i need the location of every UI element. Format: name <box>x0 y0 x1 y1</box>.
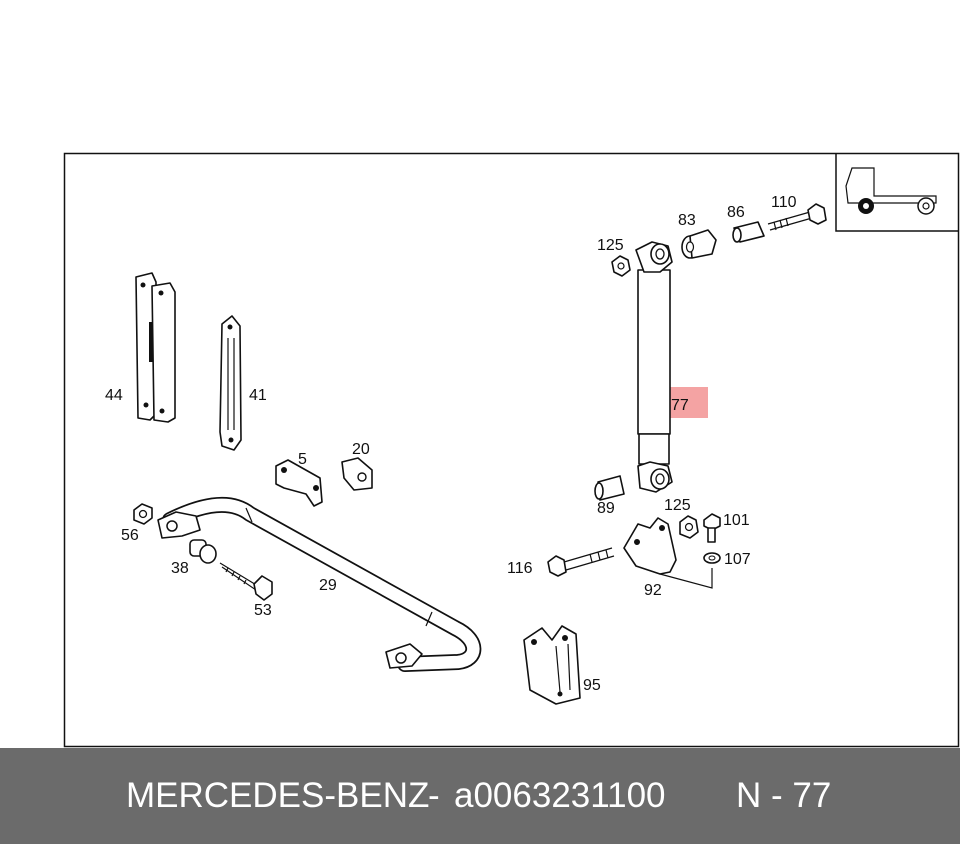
sleeve-86 <box>732 221 765 243</box>
sleeve-89 <box>594 475 625 501</box>
bushing-83 <box>681 229 717 259</box>
bolt-101 <box>703 513 721 543</box>
bushing-38 <box>189 539 217 564</box>
link-bar-41 <box>219 315 242 451</box>
callout-38: 38 <box>171 560 189 577</box>
bracket-95 <box>523 625 581 705</box>
callout-95: 95 <box>583 677 601 694</box>
callout-101: 101 <box>723 512 750 529</box>
footer-bar: MERCEDES-BENZ - a0063231100 N - 77 <box>0 748 960 844</box>
shock-absorber-77 <box>635 241 708 493</box>
footer-part-number: a0063231100 <box>454 776 666 815</box>
callout-5: 5 <box>298 451 307 468</box>
bolt-53 <box>219 562 273 601</box>
stabilizer-bar-29 <box>157 496 482 672</box>
callout-86: 86 <box>727 204 745 221</box>
diagram-frame <box>63 152 960 748</box>
bracket-5 <box>275 459 323 507</box>
callout-53: 53 <box>254 602 272 619</box>
callout-116: 116 <box>507 560 533 577</box>
callout-77: 77 <box>671 397 689 414</box>
nut-56 <box>133 503 153 525</box>
footer-reference: N - 77 <box>736 776 832 815</box>
parts-diagram: 125 83 86 110 44 41 77 5 20 89 125 101 1… <box>63 152 960 748</box>
footer-separator: - <box>428 776 440 815</box>
nut-125-bottom <box>679 515 699 539</box>
callout-125-top: 125 <box>597 237 624 254</box>
callout-83: 83 <box>678 212 696 229</box>
callout-125-bottom: 125 <box>664 497 691 514</box>
callout-110: 110 <box>771 194 797 211</box>
callout-92: 92 <box>644 582 662 599</box>
callout-41: 41 <box>249 387 267 404</box>
callout-56: 56 <box>121 527 139 544</box>
washer-107 <box>703 552 721 564</box>
bolt-110 <box>767 203 827 231</box>
callout-89: 89 <box>597 500 615 517</box>
callout-107: 107 <box>724 551 751 568</box>
callout-20: 20 <box>352 441 370 458</box>
bracket-plates-44 <box>135 272 176 423</box>
nut-125-top <box>611 255 631 277</box>
bolt-116 <box>547 547 615 577</box>
mount-block-20 <box>341 457 373 491</box>
footer-brand: MERCEDES-BENZ <box>126 776 430 815</box>
bracket-92 <box>623 517 713 589</box>
callout-29: 29 <box>319 577 337 594</box>
truck-thumbnail <box>835 153 959 232</box>
callout-44: 44 <box>105 387 123 404</box>
